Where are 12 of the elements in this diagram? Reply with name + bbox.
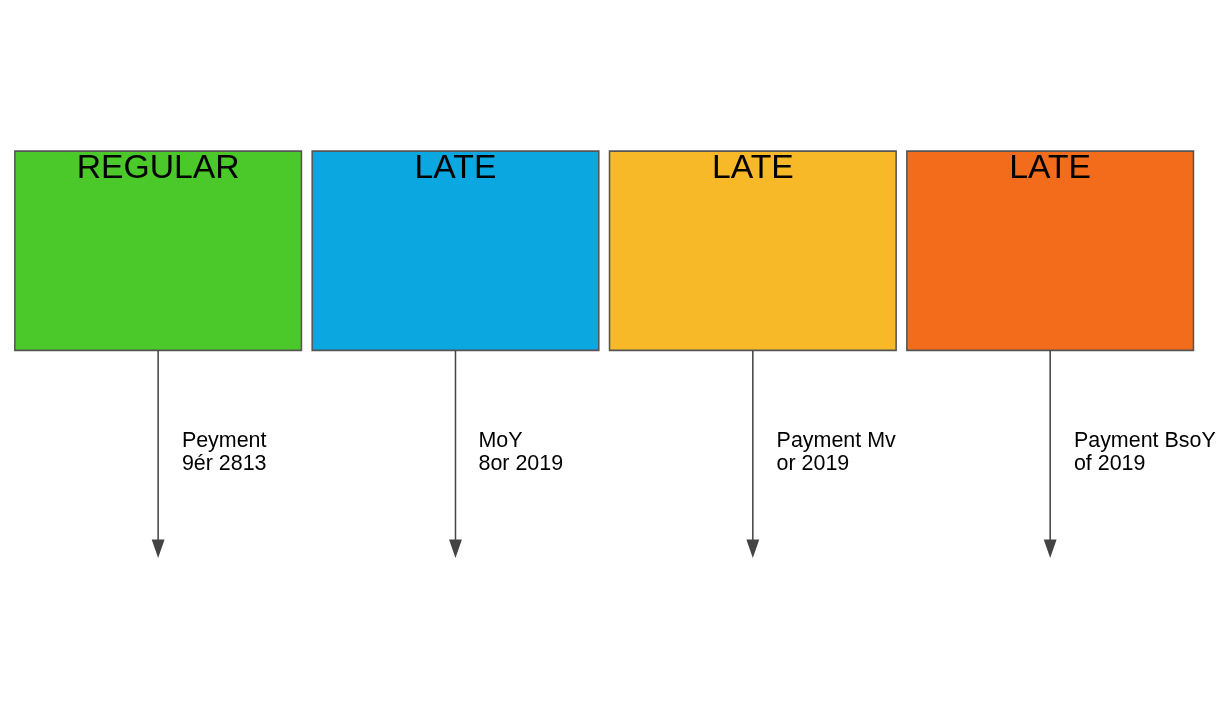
edge-label: Peyment 9ér 2813	[181, 427, 267, 475]
edge-label: Payment BsoY of 2019	[1073, 427, 1216, 475]
arrow	[449, 349, 462, 558]
node-box: LATE	[608, 149, 897, 351]
arrow	[746, 349, 760, 558]
arrow	[1043, 349, 1057, 558]
node-box: REGULAR	[14, 149, 303, 351]
node-box: LATE	[311, 149, 600, 351]
edge-label: MoY 8or 2019	[478, 427, 564, 475]
arrow	[151, 349, 165, 558]
edge-label: Payment Mv or 2019	[776, 427, 896, 475]
node-box: LATE	[906, 149, 1195, 351]
